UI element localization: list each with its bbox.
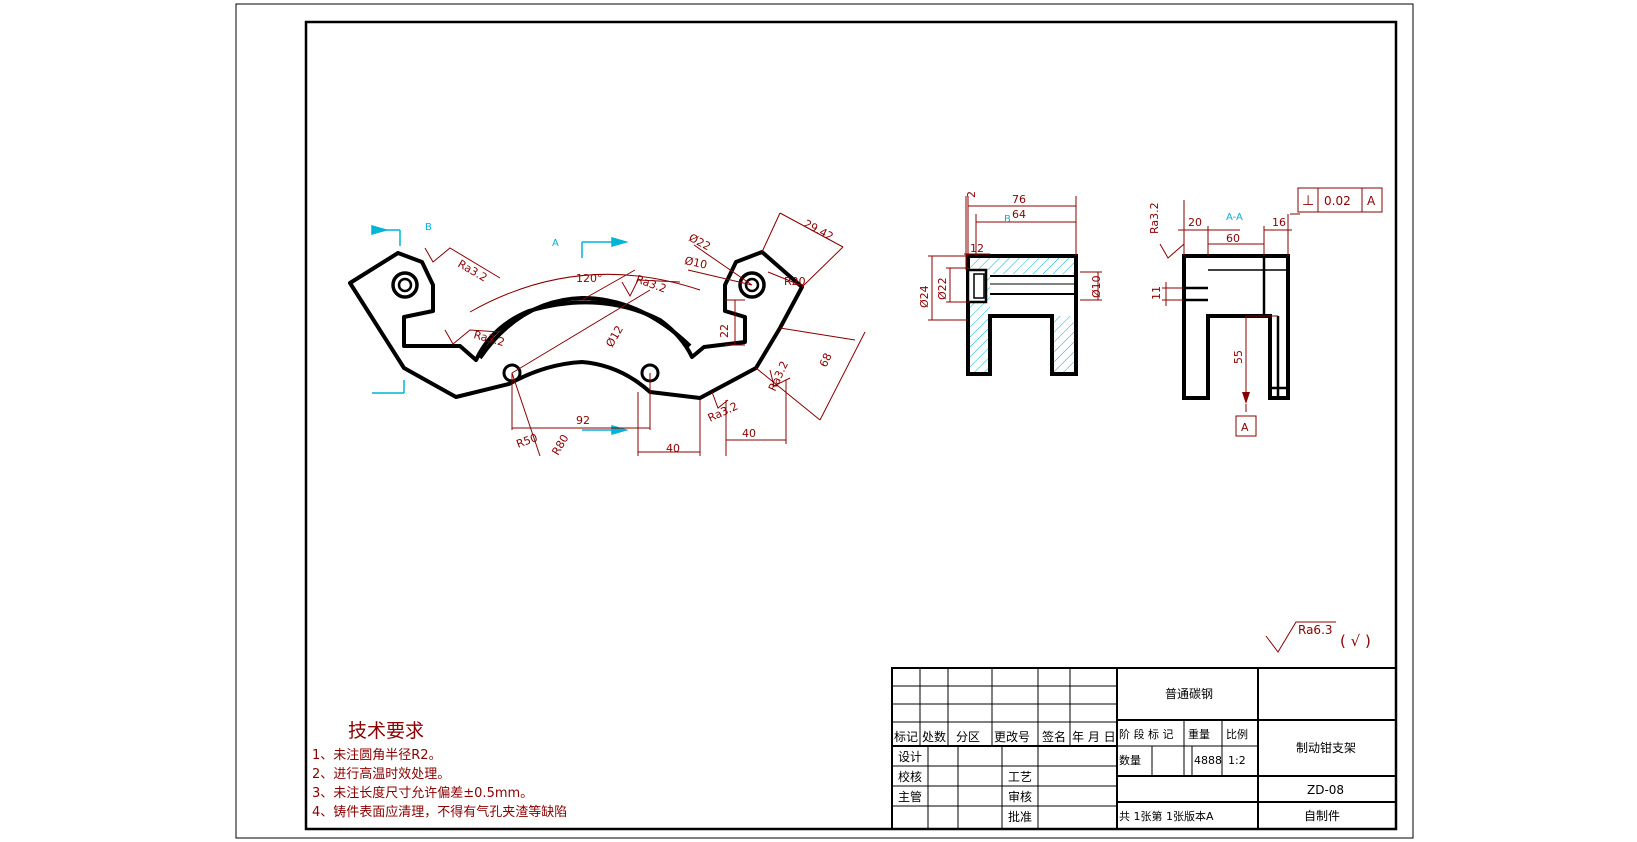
tech-req-title: 技术要求 — [348, 720, 424, 742]
tb-scale-label: 比例 — [1226, 727, 1248, 741]
datum-box — [1235, 415, 1257, 437]
tb-material: 普通碳钢 — [1165, 687, 1213, 701]
dim-angle-120: 120° — [576, 272, 603, 285]
bracket-inner-arc — [478, 295, 692, 360]
tb-role-supervisor: 主管 — [898, 789, 922, 804]
dim-76: 76 — [1012, 193, 1026, 206]
dim-16: 16 — [1272, 216, 1286, 229]
side-view-outline — [966, 254, 1078, 376]
dim-29-42: 29.42 — [802, 217, 836, 243]
dim-12: 12 — [970, 242, 984, 255]
tech-req-item-3: 3、未注长度尺寸允许偏差±0.5mm。 — [312, 785, 533, 801]
section-arrow-b-top — [371, 225, 401, 246]
side-cyan-mark: B — [1004, 214, 1011, 225]
dim-dia-10: Ø10 — [683, 254, 708, 271]
dim-r80: R80 — [549, 432, 571, 457]
tb-role-check: 校核 — [898, 769, 922, 784]
dim-r20: R20 — [784, 275, 806, 288]
side-hatch-right — [1052, 316, 1076, 374]
roughness-ra-5: Ra3.2 — [766, 359, 791, 393]
roughness-symbols-front — [424, 247, 791, 409]
section-arrow-a-top — [581, 237, 629, 258]
dim-55: 55 — [1232, 350, 1245, 364]
tb-stage-label: 阶 段 标 记 — [1119, 727, 1174, 741]
section-arrow-a-bottom — [582, 425, 629, 435]
hole-left — [391, 271, 419, 299]
dim-68: 68 — [817, 351, 835, 369]
dim-11: 11 — [1150, 286, 1163, 300]
tb-role-review: 审核 — [1008, 789, 1032, 804]
section-arrow-b-bottom — [372, 380, 405, 394]
inner-frame — [304, 20, 1398, 831]
dim-r50: R50 — [515, 431, 540, 451]
tb-rev-h4: 更改号 — [994, 730, 1030, 744]
section-dimension-lines — [1159, 200, 1300, 400]
tb-role-approve: 批准 — [1008, 809, 1032, 824]
section-label: A-A — [1226, 212, 1243, 223]
tolerance-datum: A — [1367, 194, 1376, 208]
tb-quantity-label: 数量 — [1119, 754, 1141, 767]
roughness-section: Ra3.2 — [1148, 202, 1161, 234]
tb-drawing-number: ZD-08 — [1307, 783, 1344, 797]
technical-requirements: 技术要求 1、未注圆角半径R2。 2、进行高温时效处理。 3、未注长度尺寸允许偏… — [312, 720, 567, 820]
dim-92: 92 — [576, 414, 590, 427]
title-block — [891, 667, 1397, 830]
title-block-text: 普通碳钢 制动钳支架 ZD-08 自制件 标记 处数 分区 更改号 签名 年 月… — [894, 687, 1356, 824]
roughness-ra-3: Ra3.2 — [634, 273, 668, 296]
dim-dia-24: Ø24 — [918, 285, 931, 308]
dim-dia-12: Ø12 — [603, 323, 626, 349]
general-roughness-value: Ra6.3 — [1298, 623, 1333, 637]
general-roughness-suffix: ( √ ) — [1340, 632, 1371, 650]
side-boss-inner — [973, 273, 985, 299]
tb-weight-label: 重量 — [1188, 727, 1210, 741]
side-dimension-lines — [928, 196, 1102, 321]
tb-weight-value: 4888 — [1194, 754, 1222, 767]
tech-req-item-1: 1、未注圆角半径R2。 — [312, 748, 442, 763]
general-roughness: Ra6.3 ( √ ) — [1265, 621, 1371, 653]
dim-dia-22: Ø22 — [687, 231, 713, 253]
tb-part-name: 制动钳支架 — [1296, 741, 1356, 755]
tb-rev-h5: 签名 — [1042, 729, 1066, 744]
dim-64: 64 — [1012, 208, 1026, 221]
datum-label: A — [1241, 421, 1249, 434]
dim-dia-22-side: Ø22 — [936, 277, 949, 300]
tolerance-frame: ⊥ 0.02 A — [1297, 187, 1383, 213]
dim-22: 22 — [718, 324, 731, 338]
tech-req-item-4: 4、铸件表面应清理，不得有气孔夹渣等缺陷 — [312, 804, 567, 820]
tb-source: 自制件 — [1304, 809, 1340, 823]
dim-2: 2 — [965, 191, 978, 198]
dim-60: 60 — [1226, 232, 1240, 245]
section-mark-b: B — [425, 222, 432, 233]
tolerance-value: 0.02 — [1324, 194, 1351, 208]
dim-dia-10-side: Ø10 — [1090, 275, 1103, 298]
section-outline — [1182, 254, 1290, 400]
tb-rev-h6: 年 月 日 — [1072, 730, 1116, 744]
section-view: A-A 20 60 16 Ra3.2 11 55 ⊥ 0.02 A A — [1148, 187, 1383, 437]
tb-scale-value: 1:2 — [1228, 754, 1246, 767]
tech-req-item-2: 2、进行高温时效处理。 — [312, 766, 450, 782]
side-hatch-top — [990, 256, 1076, 274]
tb-role-design: 设计 — [898, 750, 922, 764]
tb-rev-h3: 分区 — [956, 730, 980, 744]
front-view: B A — [348, 212, 866, 458]
outer-border — [235, 3, 1414, 839]
front-dimension-lines — [469, 212, 866, 457]
dim-40-left: 40 — [666, 442, 680, 455]
dim-40-right: 40 — [742, 427, 756, 440]
tolerance-symbol: ⊥ — [1302, 193, 1314, 209]
roughness-ra-4: Ra3.2 — [706, 400, 740, 425]
tb-rev-h1: 标记 — [894, 730, 918, 744]
datum-arrow — [1242, 392, 1250, 404]
hole-right — [738, 271, 766, 299]
dim-20: 20 — [1188, 216, 1202, 229]
tb-rev-h2: 处数 — [922, 729, 946, 744]
section-mark-a: A — [552, 238, 559, 249]
tb-role-process: 工艺 — [1008, 770, 1032, 784]
tb-sheet-info: 共 1张第 1张版本A — [1119, 809, 1214, 823]
side-view: 76 64 2 12 Ø24 Ø22 Ø10 B — [918, 191, 1103, 376]
